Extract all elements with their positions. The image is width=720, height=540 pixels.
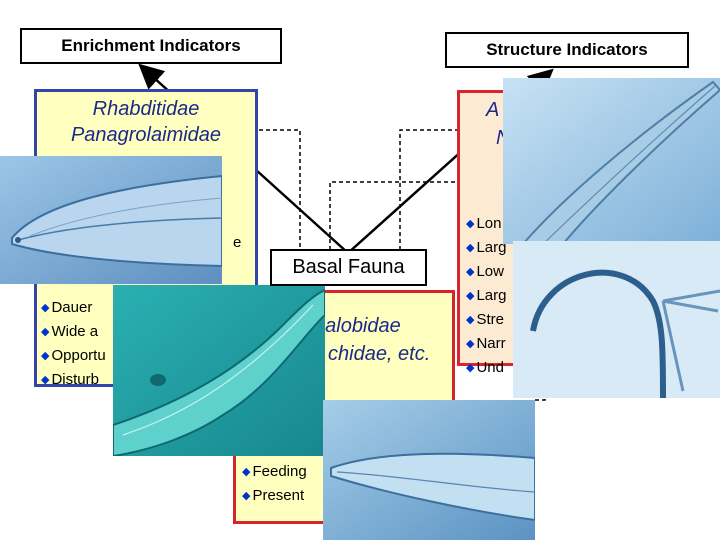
structure-bullet-list: Lon Larg Low Larg Stre Narr Und <box>466 212 507 380</box>
structure-indicators-header: Structure Indicators <box>445 32 689 68</box>
enrichment-family-1: Rhabditidae <box>92 98 200 120</box>
basal-fauna-label: Basal Fauna <box>270 249 427 286</box>
enrichment-partial-text: e <box>233 234 242 251</box>
nematode-photo-lower <box>323 400 535 540</box>
list-item: Larg <box>466 236 506 260</box>
list-item: Present <box>242 484 307 508</box>
list-item: Stre <box>466 308 507 332</box>
enrichment-family-2: Panagrolaimidae <box>70 124 222 146</box>
nematode-photo-head <box>0 156 222 284</box>
structure-family-a: A <box>486 99 500 121</box>
enrichment-bullet-list: Dauer Wide a Opportu Disturb <box>41 296 106 392</box>
list-item: Opportu <box>41 344 105 368</box>
list-item: Dauer <box>41 296 106 320</box>
list-item: Feeding <box>242 460 306 484</box>
dashed-connector-mid <box>329 181 460 250</box>
basal-family-2: chidae, etc. <box>328 343 431 365</box>
list-item: Low <box>466 260 507 284</box>
list-item: Und <box>466 356 507 380</box>
nematode-photo-curled <box>513 241 720 398</box>
nematode-photo-teal <box>113 285 325 456</box>
basal-family-1: halobidae <box>314 315 401 337</box>
list-item: Lon <box>466 212 507 236</box>
list-item: Larg <box>466 284 506 308</box>
nematode-photo-long <box>503 78 720 244</box>
basal-bullet-list: Feeding Present <box>242 460 307 508</box>
list-item: Disturb <box>41 368 106 392</box>
enrichment-indicators-header: Enrichment Indicators <box>20 28 282 64</box>
list-item: Narr <box>466 332 507 356</box>
list-item: Wide a <box>41 320 106 344</box>
dashed-connector-right <box>399 129 470 250</box>
